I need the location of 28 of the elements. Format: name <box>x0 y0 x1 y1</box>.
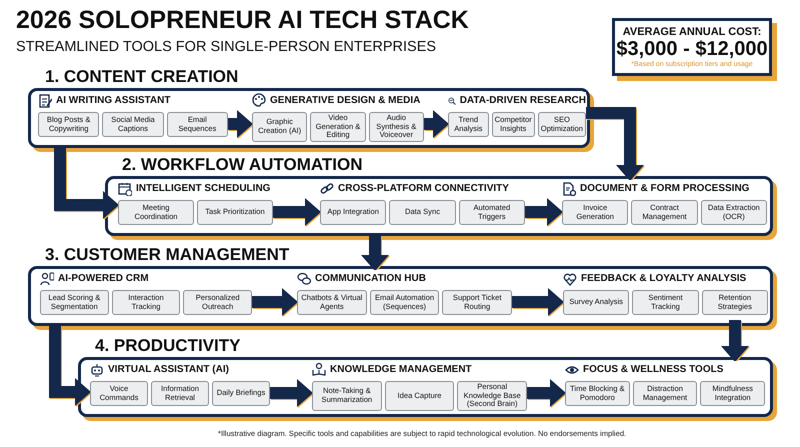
group-heading: AI WRITING ASSISTANT <box>56 95 170 106</box>
arrow <box>270 379 313 407</box>
cost-label: AVERAGE ANNUAL COST: <box>622 26 762 38</box>
group-heading: KNOWLEDGE MANAGEMENT <box>330 364 472 375</box>
subtitle: STREAMLINED TOOLS FOR SINGLE-PERSON ENTERPRISES <box>16 39 436 55</box>
group-heading: VIRTUAL ASSISTANT (AI) <box>108 364 229 375</box>
arrow <box>228 110 253 138</box>
arrow <box>252 288 298 316</box>
group-heading: INTELLIGENT SCHEDULING <box>136 183 270 194</box>
group-heading: FOCUS & WELLNESS TOOLS <box>583 364 724 375</box>
arrow <box>512 288 564 316</box>
group-heading: COMMUNICATION HUB <box>315 273 426 284</box>
arrow <box>361 236 389 271</box>
arrow <box>54 148 119 219</box>
arrow <box>273 198 321 226</box>
arrow <box>527 379 566 407</box>
arrow <box>525 198 563 226</box>
group-heading: FEEDBACK & LOYALTY ANALYSIS <box>581 273 746 284</box>
group-heading: DOCUMENT & FORM PROCESSING <box>580 183 750 194</box>
arrow <box>721 320 749 362</box>
group-heading: AI-POWERED CRM <box>58 273 149 284</box>
group-heading: CROSS-PLATFORM CONNECTIVITY <box>338 183 509 194</box>
group-heading: DATA-DRIVEN RESEARCH <box>460 95 586 106</box>
group-heading: GENERATIVE DESIGN & MEDIA <box>270 94 420 106</box>
arrow <box>49 326 91 406</box>
cost-range: $3,000 - $12,000 <box>616 38 768 60</box>
arrow <box>424 110 449 138</box>
title: 2026 SOLOPRENEUR AI TECH STACK <box>16 6 469 35</box>
